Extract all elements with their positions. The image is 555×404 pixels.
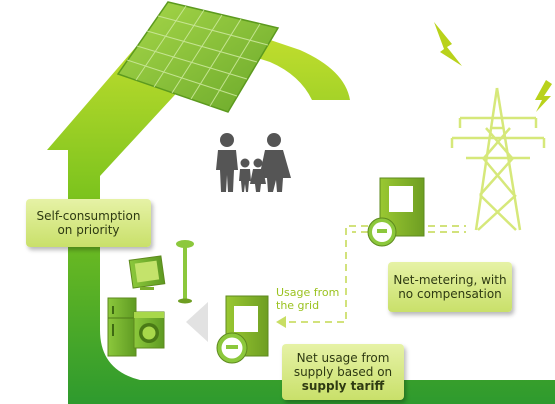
self-consumption-line2: on priority [57, 223, 120, 237]
net-metering-line2: no compensation [398, 287, 502, 301]
family-icon [216, 133, 291, 192]
electricity-meter-icon [367, 177, 425, 247]
house-outline [47, 19, 555, 404]
net-usage-callout: Net usage from supply based on supply ta… [282, 344, 404, 400]
net-metering-callout: Net-metering, with no compensation [388, 262, 512, 312]
grid-usage-label: Usage from the grid [276, 286, 339, 312]
grid-usage-line2: the grid [276, 299, 320, 312]
power-pylon-icon [450, 87, 546, 231]
fridge-icon [107, 297, 137, 357]
arrow-icon [276, 316, 286, 328]
net-usage-line1: Net usage from [296, 351, 390, 365]
lightning-icon [434, 22, 552, 112]
self-consumption-callout: Self-consumption on priority [26, 199, 151, 247]
washing-machine-icon [133, 311, 165, 349]
electricity-meter-icon [216, 295, 269, 364]
net-metering-line1: Net-metering, with [393, 273, 507, 287]
flow-arrow-icon [186, 302, 208, 342]
solar-panel-icon [116, 1, 280, 113]
grid-usage-line1: Usage from [276, 286, 340, 299]
net-usage-line2: supply based on [293, 365, 393, 379]
floor-lamp-icon [176, 240, 194, 304]
tv-icon [128, 255, 166, 290]
self-consumption-line1: Self-consumption [36, 209, 141, 223]
net-usage-line3: supply tariff [301, 379, 385, 393]
